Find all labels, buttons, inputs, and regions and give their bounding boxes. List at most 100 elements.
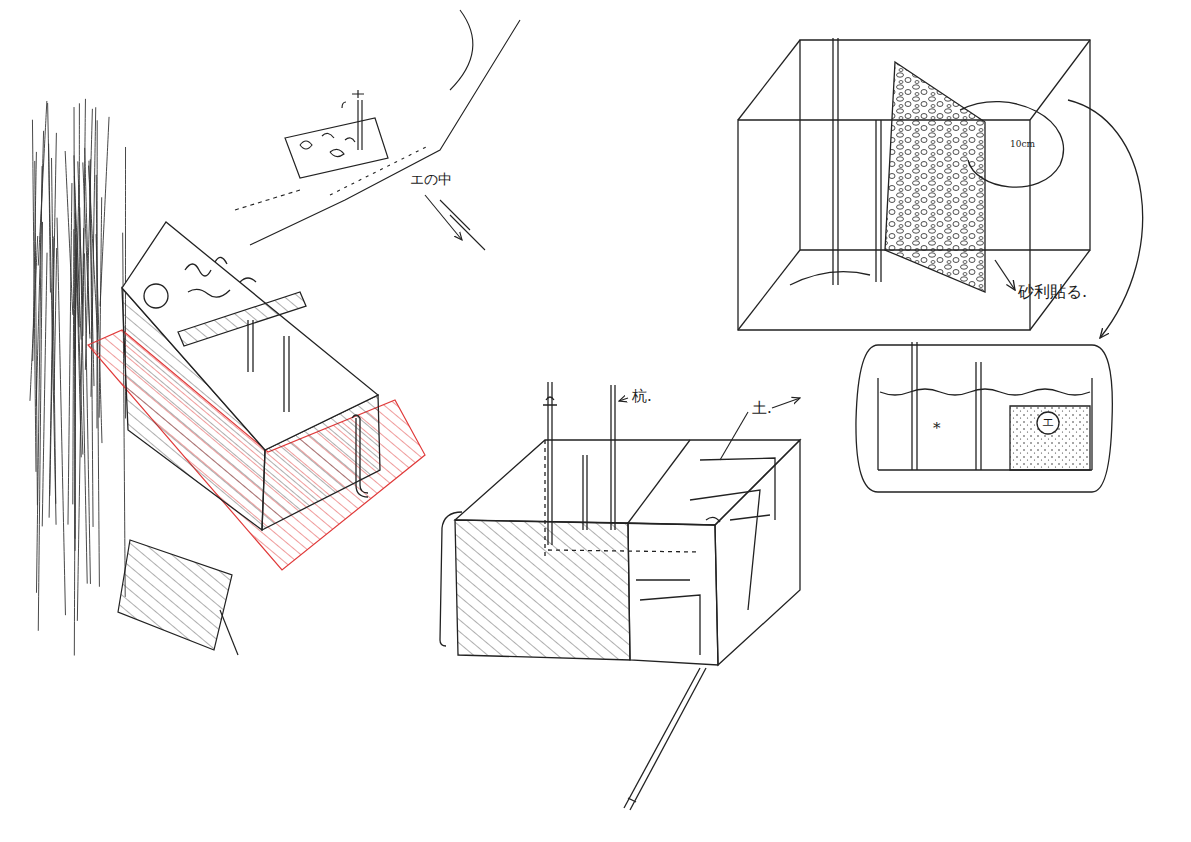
note-label: エの中	[410, 172, 452, 187]
sketch-stroke	[856, 345, 1112, 492]
sketch-stroke	[1030, 40, 1090, 120]
middle-tank	[440, 382, 800, 810]
grass-stroke	[36, 131, 43, 406]
sketch-stroke	[720, 412, 748, 460]
sketch-stroke	[995, 260, 1015, 290]
sketch-stroke	[880, 120, 881, 282]
board	[118, 540, 238, 655]
sketch-stroke	[916, 342, 917, 470]
grass-stroke	[54, 248, 57, 390]
sketch-stroke	[837, 38, 838, 285]
sketch-stroke	[450, 10, 473, 90]
grass-stroke	[85, 109, 92, 370]
sketch-stroke	[551, 382, 552, 545]
grass-stroke	[32, 120, 36, 472]
sketch-stroke	[628, 440, 690, 523]
sketch-stroke	[543, 397, 557, 405]
sketch-stroke	[628, 523, 718, 665]
sketch-stroke	[300, 133, 355, 156]
left-tank	[122, 222, 380, 530]
sketch-stroke	[582, 455, 583, 530]
sketch-stroke	[610, 385, 611, 530]
sketch-stroke	[352, 415, 368, 497]
pipe-line	[235, 10, 520, 250]
sketch-stroke	[738, 120, 1030, 330]
grass-stroke	[38, 101, 47, 266]
grass-stroke	[68, 183, 72, 525]
sketch-stroke	[288, 336, 289, 412]
section-inset	[856, 342, 1112, 492]
grass-stroke	[52, 158, 56, 504]
grass-stroke	[65, 151, 73, 315]
sketch-stroke	[185, 257, 256, 297]
gravel-note: 砂利貼る.	[1018, 283, 1087, 301]
sketch-stroke	[885, 62, 985, 292]
sketch-stroke	[772, 398, 800, 408]
dimension-label: 10cm	[1010, 140, 1035, 150]
sketch-stroke	[960, 102, 1064, 188]
sketch-stroke	[875, 120, 876, 282]
grass-stroke	[30, 236, 38, 401]
sketch-stroke	[455, 440, 800, 525]
sketch-stroke	[1091, 378, 1092, 470]
sketch-stroke	[630, 668, 706, 810]
sketch-stroke	[425, 195, 462, 240]
grass-stroke	[74, 107, 76, 539]
sketch-stroke	[250, 20, 520, 245]
circled-label: エ	[1042, 416, 1054, 429]
sketch-stroke	[636, 490, 770, 655]
grass-stroke	[80, 207, 87, 583]
sketch-stroke	[455, 520, 630, 660]
grass-stroke	[48, 103, 56, 525]
sketch-stroke	[220, 610, 238, 655]
sketch-stroke	[877, 378, 878, 470]
sketch-stroke	[832, 38, 833, 285]
sketch-stroke	[252, 320, 253, 372]
grass-stroke	[73, 229, 74, 504]
sketch-stroke	[911, 342, 912, 470]
sketch-stroke	[790, 272, 870, 285]
sketch-stroke	[715, 440, 800, 665]
grass-stroke	[83, 162, 90, 338]
sketch-stroke	[1010, 406, 1090, 470]
sketch-stroke	[547, 382, 548, 545]
sketch-stroke	[247, 320, 248, 372]
sketch-stroke	[628, 798, 636, 802]
sketch-stroke	[357, 100, 358, 150]
grass-strokes	[30, 99, 126, 656]
sketch-stroke	[283, 336, 284, 412]
grass-stroke	[57, 218, 65, 616]
soil-label: 土.	[752, 400, 772, 417]
sketch-stroke	[144, 284, 168, 308]
sketch-stroke	[122, 222, 378, 450]
sketch-stroke	[975, 362, 976, 470]
sketch-stroke	[1068, 100, 1143, 338]
sketch-stroke	[440, 512, 462, 646]
sketch-stroke	[285, 118, 388, 178]
sketch-stroke	[738, 40, 800, 120]
sketch-stroke	[342, 90, 364, 108]
grass-stroke	[49, 144, 51, 293]
sketch-stroke	[586, 455, 587, 530]
sketch-stroke	[544, 440, 545, 560]
sketch-stroke	[361, 100, 362, 150]
gravel-tank	[738, 38, 1143, 338]
sketch-stroke	[178, 292, 306, 346]
sketch-stroke	[330, 145, 430, 195]
sketch-stroke	[235, 190, 300, 210]
faucet-tray	[285, 90, 388, 178]
sketch-stroke	[980, 362, 981, 470]
leader-lines	[425, 195, 800, 460]
sketch-stroke	[738, 250, 800, 330]
stake-label: 杭.	[632, 388, 652, 405]
sketch-stroke	[706, 517, 720, 522]
sketch-stroke	[614, 385, 615, 530]
sketch-stroke	[700, 458, 775, 520]
grass-stroke	[38, 222, 42, 631]
grass-stroke	[99, 197, 102, 417]
grass-stroke	[42, 253, 47, 527]
sketch-stroke	[118, 540, 232, 650]
